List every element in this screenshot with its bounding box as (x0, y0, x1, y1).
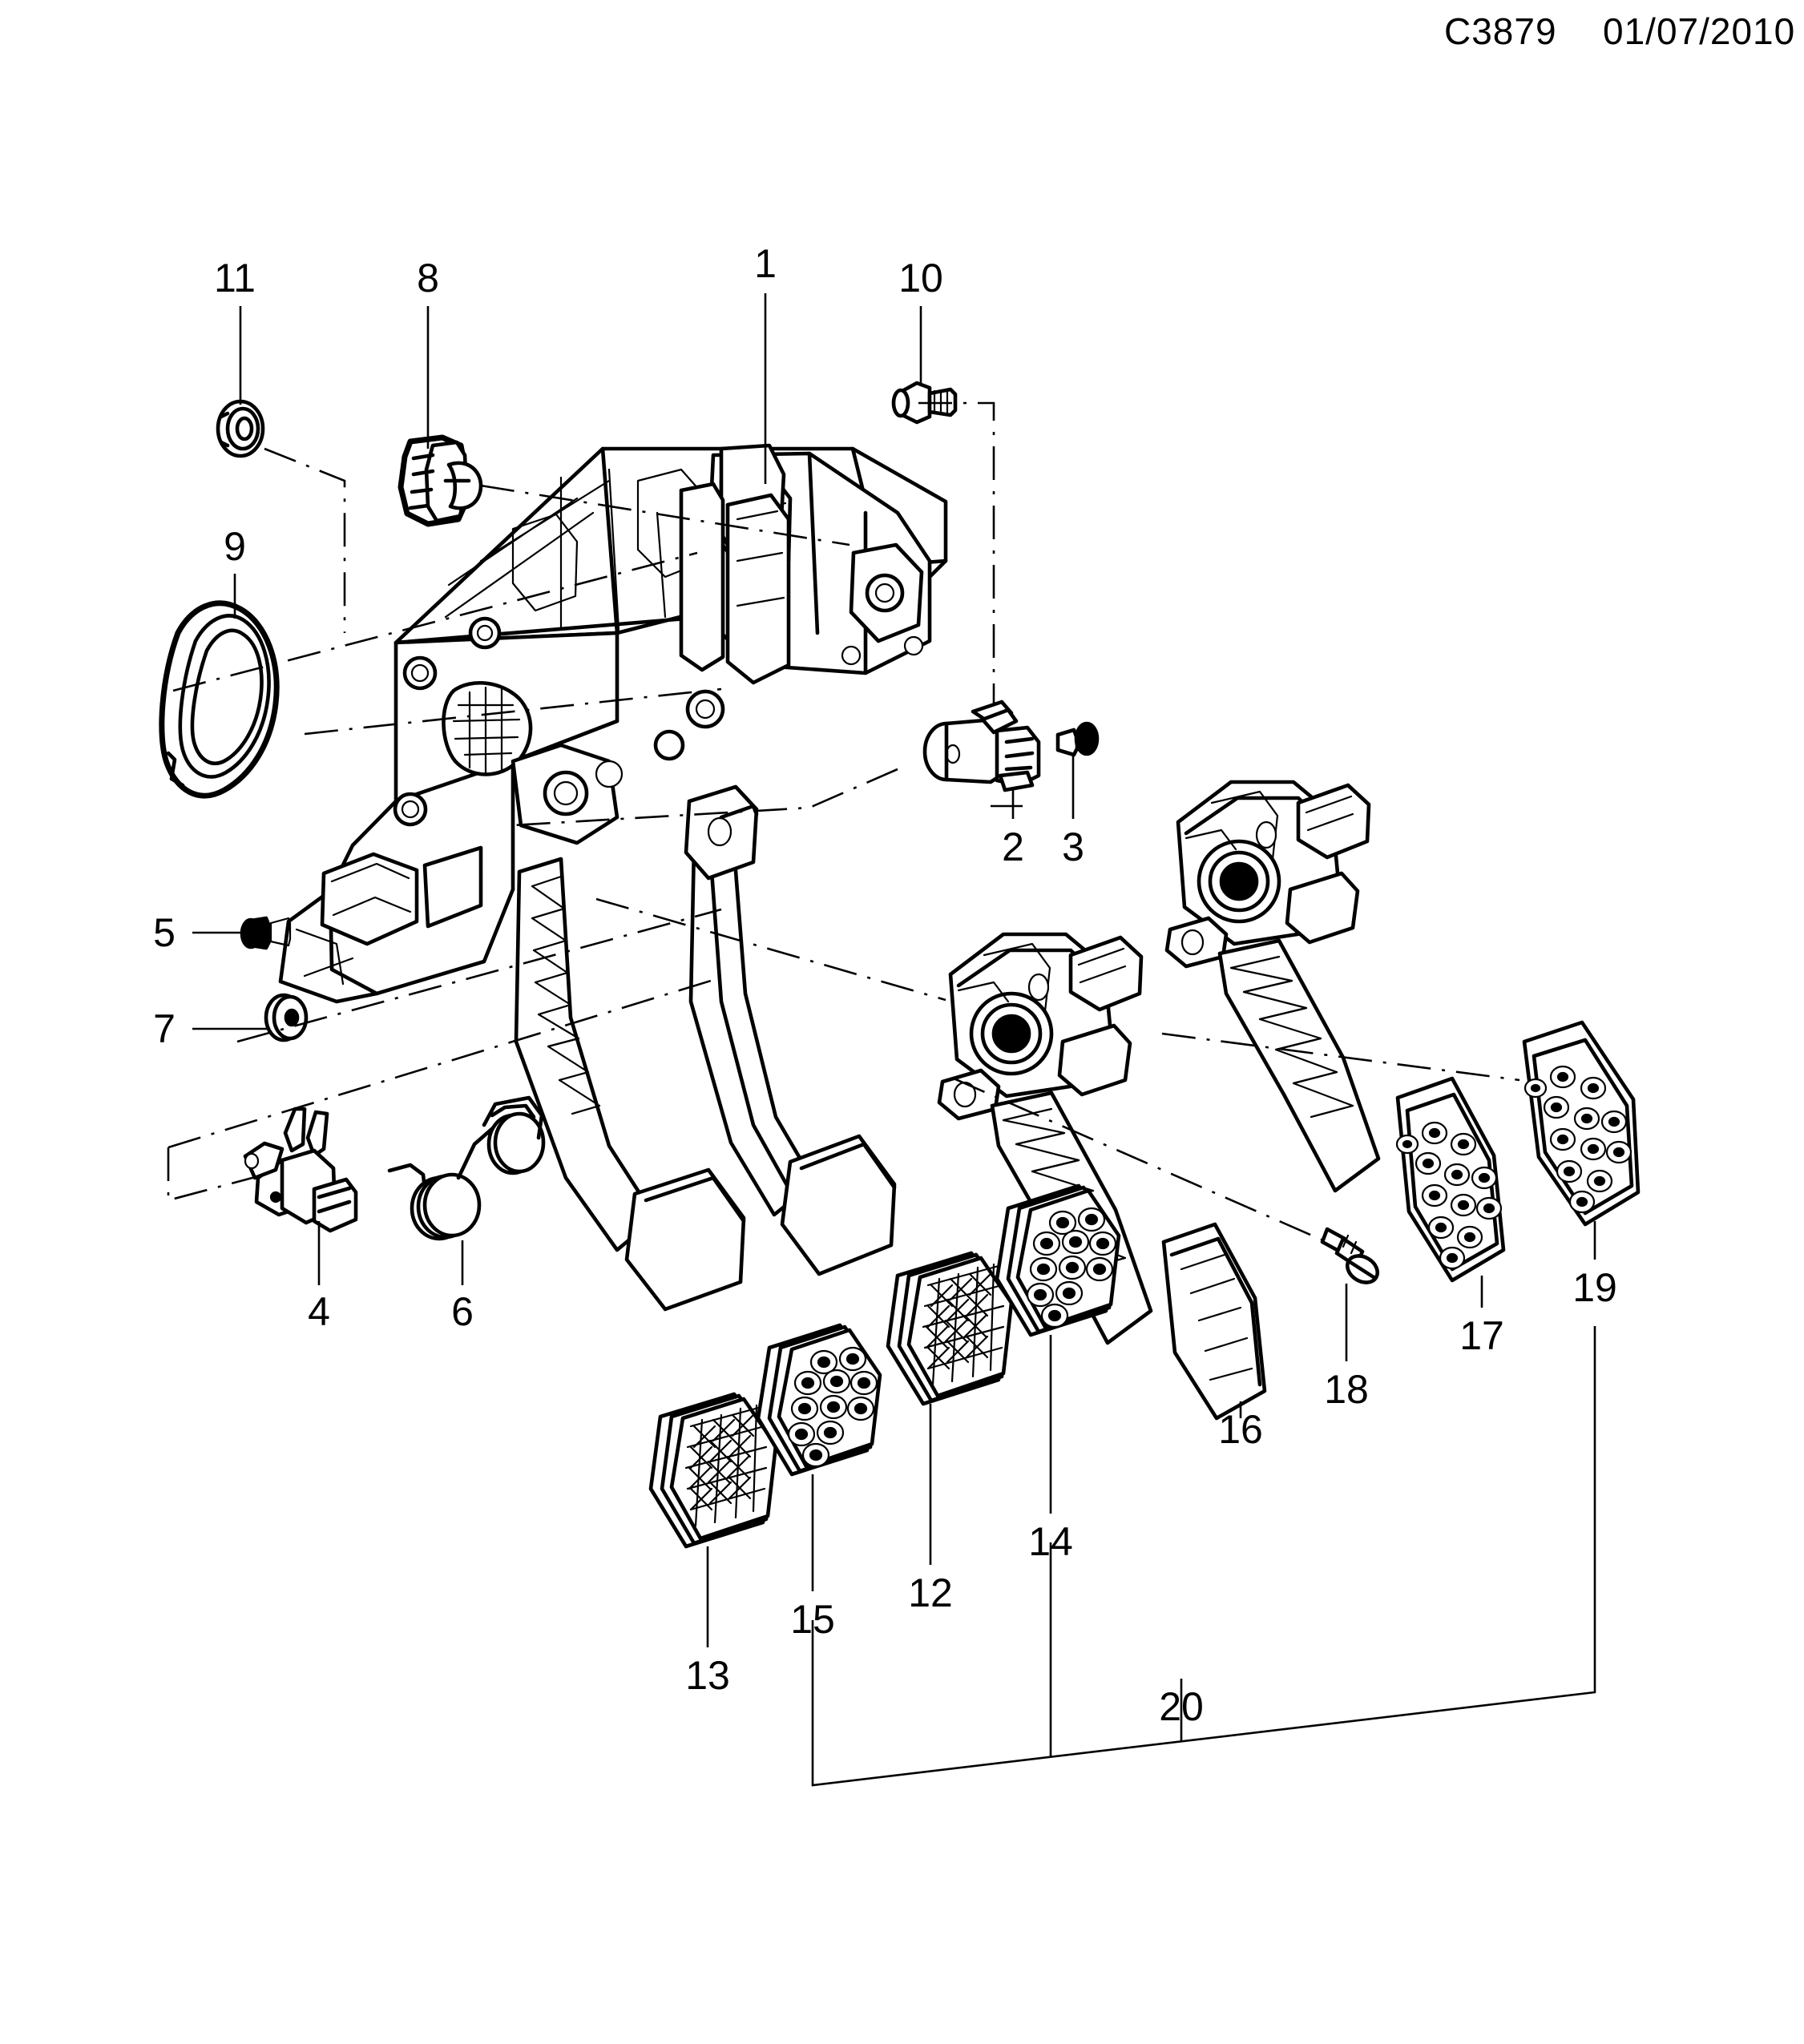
part-14-pad-art (995, 1183, 1121, 1337)
part-7-bushing-art (264, 993, 309, 1042)
callout-7: 7 (153, 1006, 176, 1051)
part-9-seal-art (159, 600, 280, 799)
callout-11: 11 (214, 256, 256, 300)
part-5-screw-art (240, 916, 292, 950)
part-15-pad-art (756, 1323, 882, 1477)
part-2-sensor-art (922, 699, 1041, 792)
callout-17: 17 (1459, 1313, 1504, 1358)
callout-12: 12 (908, 1570, 953, 1615)
part-18-screw-art (1320, 1227, 1380, 1284)
part-8-clip-art (398, 434, 483, 527)
part-11-grommet-art (216, 399, 265, 458)
callout-8: 8 (417, 256, 439, 300)
callout-15: 15 (790, 1597, 835, 1642)
callout-9: 9 (224, 524, 246, 569)
part-13-pad-art (648, 1392, 778, 1549)
callout-20: 20 (1159, 1684, 1204, 1729)
part-6-spring-art (387, 1095, 546, 1241)
callout-19: 19 (1572, 1265, 1617, 1310)
callout-18: 18 (1324, 1367, 1369, 1412)
callout-1: 1 (754, 241, 777, 286)
callout-14: 14 (1028, 1519, 1073, 1564)
callout-6: 6 (451, 1289, 474, 1334)
part-10-bolt-art (891, 381, 958, 425)
assembly-axis-lines (167, 401, 1520, 1245)
part-1-support-bracket-art (278, 443, 948, 1004)
callout-4: 4 (308, 1289, 330, 1334)
part-16-accel-module-art (937, 932, 1267, 1421)
leader-lines (192, 293, 1596, 1787)
part-4-switch-art (243, 1107, 358, 1233)
callout-5: 5 (153, 910, 176, 955)
callout-13: 13 (685, 1653, 730, 1698)
part-3-screw-art (1055, 721, 1100, 757)
part-19-pad-art (1522, 1020, 1641, 1227)
part-12-pad-art (886, 1251, 1014, 1406)
drawing-date: 01/07/2010 (1603, 10, 1796, 52)
part-17-accel-module-art (1164, 780, 1506, 1283)
callout-16: 16 (1218, 1407, 1263, 1452)
callout-10: 10 (898, 256, 943, 300)
callout-2: 2 (1002, 824, 1024, 869)
callout-3: 3 (1062, 824, 1084, 869)
drawing-code: C3879 (1444, 10, 1557, 52)
